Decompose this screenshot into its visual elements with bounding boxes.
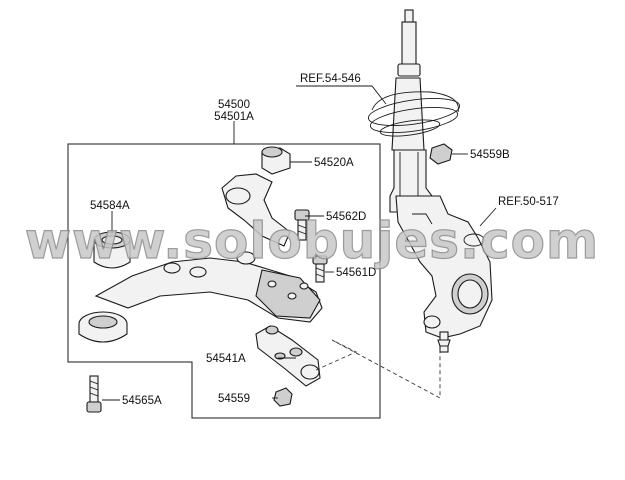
label-ref-54-546: REF.54-546: [300, 73, 361, 85]
bolt-top-icon: [294, 209, 310, 241]
nut-icon: [273, 387, 293, 407]
label-ref-50-517: REF.50-517: [498, 196, 559, 208]
strut-nut-icon: [429, 143, 453, 165]
bushing-rear-icon: [261, 146, 291, 175]
label-54559: 54559: [218, 393, 250, 405]
bolt-bottom-icon: [86, 375, 102, 413]
connection-dash: [315, 339, 441, 399]
ball-joint-icon: [255, 325, 321, 387]
assembly-frame: [67, 143, 381, 419]
label-54561d: 54561D: [336, 267, 376, 279]
bushing-front-icon: [93, 231, 131, 269]
watermark-text: www.solobujes.com: [25, 212, 599, 270]
label-54520a: 54520A: [314, 157, 354, 169]
label-54565a: 54565A: [122, 395, 162, 407]
label-54500: 54500: [218, 99, 250, 111]
strut-assembly: [367, 9, 493, 353]
label-54562d: 54562D: [326, 211, 366, 223]
label-54501a: 54501A: [214, 111, 254, 123]
label-54559b: 54559B: [470, 149, 510, 161]
label-54584a: 54584A: [90, 200, 130, 212]
control-arm: [78, 173, 323, 343]
bolt-mid-icon: [312, 255, 328, 283]
label-54541a: 54541A: [206, 353, 246, 365]
